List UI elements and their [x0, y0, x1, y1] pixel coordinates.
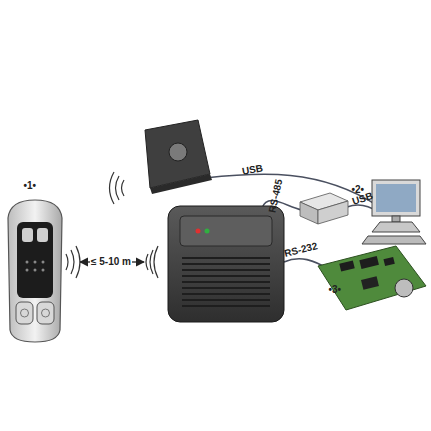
- computer: [362, 180, 426, 244]
- callout-number: •1•: [24, 180, 37, 192]
- long-range-reader: [168, 206, 284, 322]
- key-fob: [8, 200, 62, 342]
- desktop-reader: [145, 120, 212, 194]
- signal-label: RS-232: [283, 240, 319, 260]
- distance-label: ≤ 5-10 m: [91, 256, 131, 268]
- controller-board: [318, 246, 426, 310]
- signal-label: USB: [241, 162, 264, 177]
- callout-number: •3•: [329, 284, 342, 296]
- interface-converter: [300, 193, 348, 224]
- signal-label: RS-485: [267, 178, 286, 214]
- radio-waves: [66, 172, 158, 278]
